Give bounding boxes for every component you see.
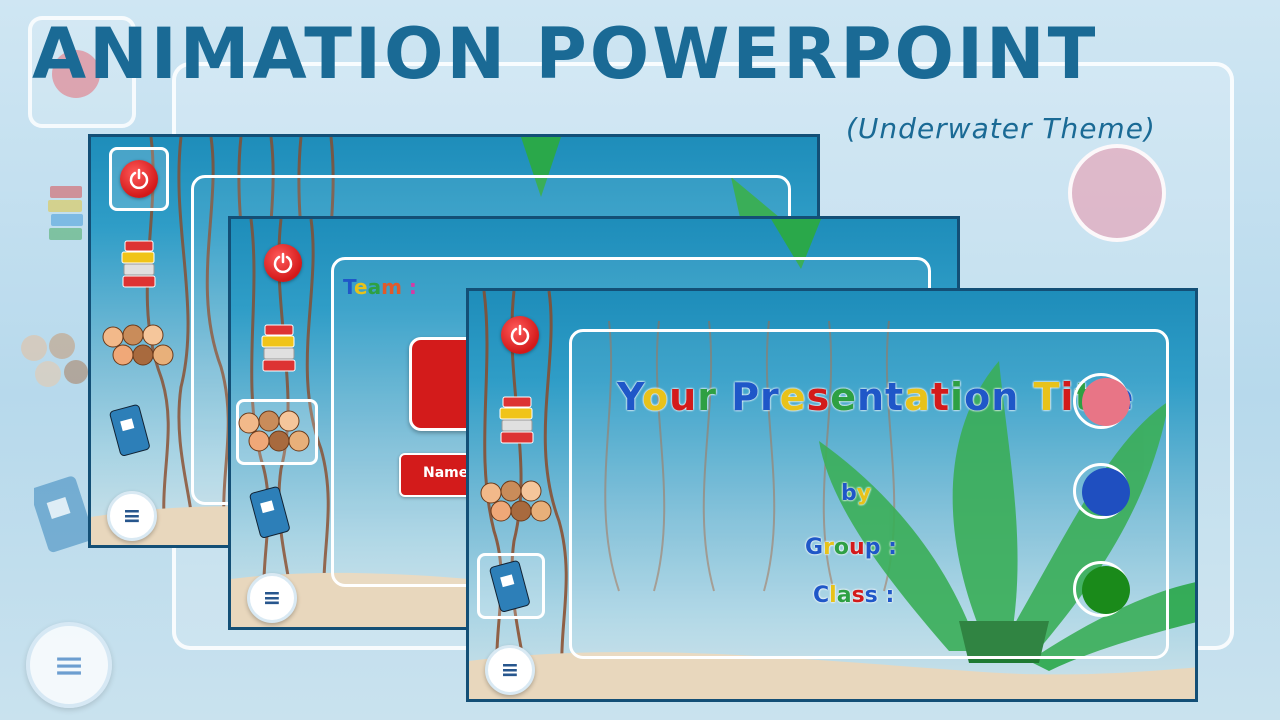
book-icon[interactable] xyxy=(109,403,153,461)
books-icon[interactable] xyxy=(497,395,537,447)
power-icon xyxy=(273,252,293,274)
book-icon[interactable] xyxy=(489,559,533,617)
power-icon xyxy=(510,324,530,346)
kids-icon[interactable] xyxy=(479,479,559,527)
slide-3-power-button[interactable] xyxy=(501,316,539,354)
class-label: Class : xyxy=(813,583,895,608)
by-label: by xyxy=(841,481,872,506)
kids-icon[interactable] xyxy=(237,409,317,457)
team-label: Team : xyxy=(343,275,417,299)
green-circle-button[interactable] xyxy=(1073,561,1130,617)
slide-preview-3[interactable]: ≡ Your Presentation Title by Group : Cla… xyxy=(466,288,1198,702)
slide-3-content-frame xyxy=(569,329,1169,659)
background-power-square xyxy=(28,16,136,128)
headline: ANIMATION POWERPOINT xyxy=(32,13,1099,95)
background-dot xyxy=(52,50,100,98)
background-menu-icon: ≡ xyxy=(26,622,112,708)
slide-3-menu-button[interactable]: ≡ xyxy=(485,645,535,695)
slide-2-power-button[interactable] xyxy=(264,244,302,282)
background-pink-circle xyxy=(1068,144,1166,242)
background-book-icon xyxy=(34,476,93,553)
pink-circle-button[interactable] xyxy=(1073,373,1130,429)
presentation-title: Your Presentation Title xyxy=(617,375,1133,419)
books-icon[interactable] xyxy=(259,323,299,375)
slide-2-menu-button[interactable]: ≡ xyxy=(247,573,297,623)
group-label: Group : xyxy=(805,535,897,560)
slide-1-menu-button[interactable]: ≡ xyxy=(107,491,157,541)
background-books-icon xyxy=(48,186,83,240)
slide-3-background-art xyxy=(469,291,1195,699)
slide-1-power-button[interactable] xyxy=(120,160,158,198)
background-kids-icon xyxy=(21,333,88,387)
books-icon[interactable] xyxy=(119,239,159,291)
kids-icon[interactable] xyxy=(101,323,181,371)
power-icon xyxy=(129,168,149,190)
subheadline: (Underwater Theme) xyxy=(846,112,1156,145)
book-icon[interactable] xyxy=(249,485,293,543)
blue-circle-button[interactable] xyxy=(1073,463,1130,519)
